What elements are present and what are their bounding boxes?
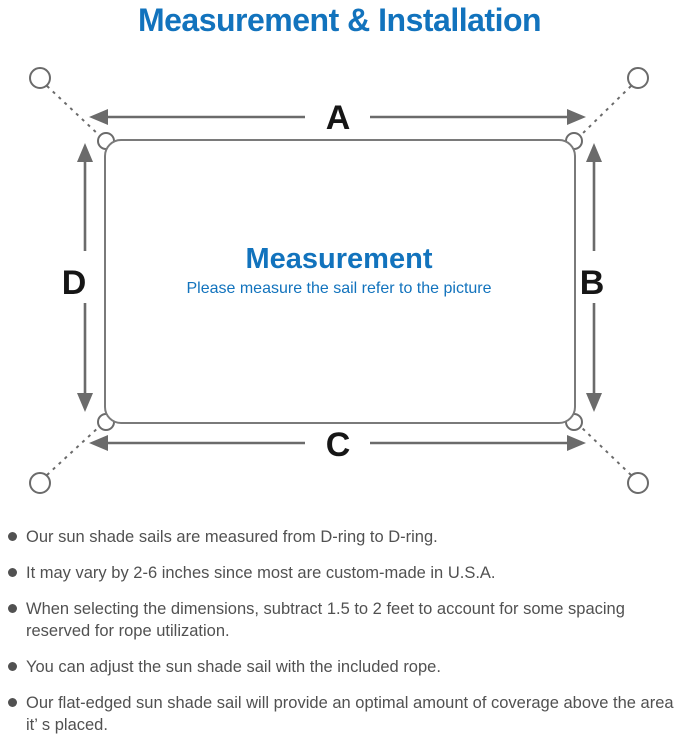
anchor-point-bottom-left-icon xyxy=(29,472,51,494)
bullet-icon xyxy=(8,604,17,613)
rope-line-bottom-left xyxy=(46,425,101,476)
note-text: Our flat-edged sun shade sail will provi… xyxy=(26,694,674,734)
diagram-subheading: Please measure the sail refer to the pic… xyxy=(186,280,491,297)
rope-line-bottom-right xyxy=(579,425,632,476)
arrowhead-down-icon xyxy=(77,393,93,412)
arrowhead-up-icon xyxy=(77,143,93,162)
arrowhead-down-icon xyxy=(586,393,602,412)
note-text: You can adjust the sun shade sail with t… xyxy=(26,658,441,676)
note-text: Our sun shade sails are measured from D-… xyxy=(26,528,438,546)
list-item: Our sun shade sails are measured from D-… xyxy=(4,526,679,548)
measure-arrow-bottom xyxy=(89,435,586,451)
list-item: When selecting the dimensions, subtract … xyxy=(4,598,679,642)
anchor-point-top-right-icon xyxy=(627,67,649,89)
arrowhead-right-icon xyxy=(567,109,586,125)
sail-outline xyxy=(104,139,576,424)
measure-arrow-top xyxy=(89,109,586,125)
label-side-c: C xyxy=(326,426,351,464)
bullet-icon xyxy=(8,532,17,541)
rope-lines xyxy=(46,85,632,476)
label-side-d: D xyxy=(62,264,87,302)
list-item: You can adjust the sun shade sail with t… xyxy=(4,656,679,678)
notes-list: Our sun shade sails are measured from D-… xyxy=(4,526,679,739)
measurement-diagram: A C D B Measurement Please measure the s… xyxy=(29,67,649,494)
label-side-b: B xyxy=(580,264,605,302)
rope-line-top-left xyxy=(46,85,101,137)
note-text: When selecting the dimensions, subtract … xyxy=(26,600,625,640)
measure-arrow-left xyxy=(77,143,93,412)
note-text: It may vary by 2-6 inches since most are… xyxy=(26,564,496,582)
rope-line-top-right xyxy=(579,85,632,137)
arrowhead-up-icon xyxy=(586,143,602,162)
measure-arrow-right xyxy=(586,143,602,412)
arrowhead-right-icon xyxy=(567,435,586,451)
bullet-icon xyxy=(8,662,17,671)
arrowhead-left-icon xyxy=(89,109,108,125)
page-title: Measurement & Installation xyxy=(137,2,542,38)
arrowhead-left-icon xyxy=(89,435,108,451)
anchor-point-top-left-icon xyxy=(29,67,51,89)
bullet-icon xyxy=(8,568,17,577)
anchor-points xyxy=(29,67,649,494)
bullet-icon xyxy=(8,698,17,707)
anchor-point-bottom-right-icon xyxy=(627,472,649,494)
list-item: It may vary by 2-6 inches since most are… xyxy=(4,562,679,584)
list-item: Our flat-edged sun shade sail will provi… xyxy=(4,692,679,736)
diagram-heading: Measurement xyxy=(246,243,433,275)
label-side-a: A xyxy=(326,99,351,137)
